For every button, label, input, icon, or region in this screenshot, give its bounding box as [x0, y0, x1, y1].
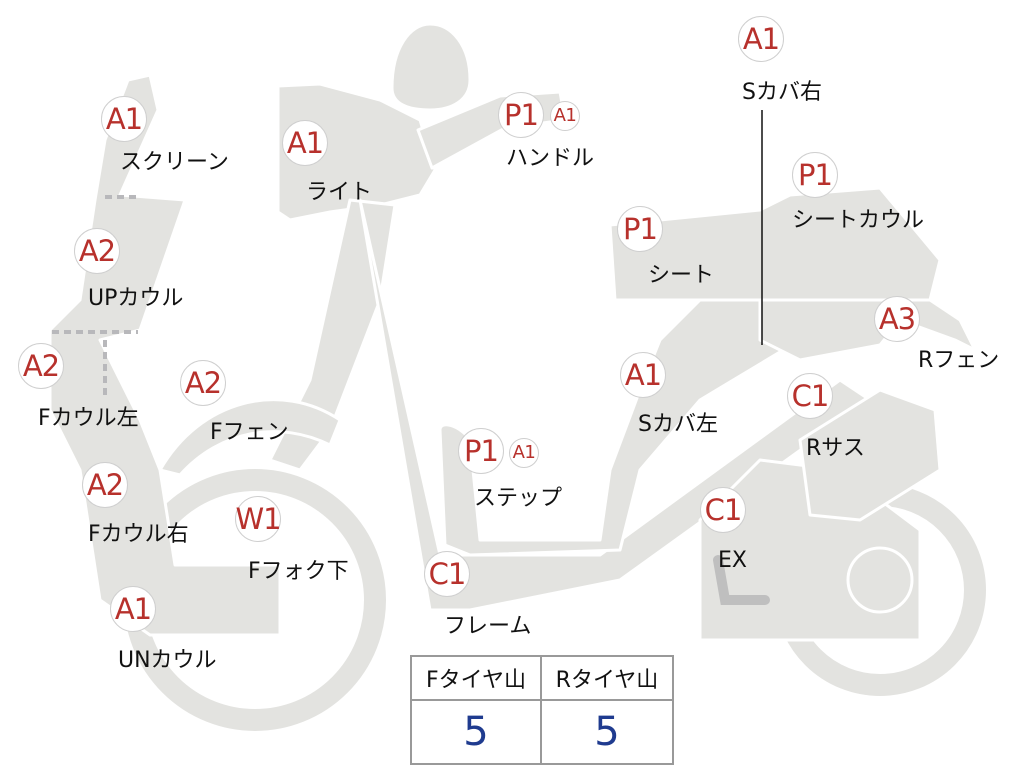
s-cover-left-grade: A1: [620, 352, 666, 398]
up-cowl-grade: A2: [74, 228, 120, 274]
step-grade-2: A1: [509, 438, 539, 468]
r-fender-label: Rフェン: [918, 348, 1000, 373]
rear-tire-header: Rタイヤ山: [542, 657, 672, 701]
f-fender-shape: [158, 398, 342, 477]
screen-label: スクリーン: [120, 150, 229, 175]
f-cowl-right-label: Fカウル右: [88, 522, 189, 547]
rear-hub: [846, 546, 914, 614]
frame-grade: C1: [424, 551, 470, 597]
seat-cowl-shape: [758, 298, 977, 362]
front-tire-header: Fタイヤ山: [412, 657, 542, 701]
un-cowl-grade: A1: [110, 586, 156, 632]
f-cowl-right-grade: A2: [82, 462, 128, 508]
ex-label: EX: [718, 548, 747, 573]
step-label: ステップ: [474, 486, 563, 511]
r-sus-label: Rサス: [806, 436, 865, 461]
handle-label: ハンドル: [506, 146, 595, 171]
seat-cowl-grade: P1: [792, 152, 838, 198]
rear-sus-shape: [798, 388, 942, 522]
handle-grade: P1: [498, 92, 544, 138]
un-cowl-label: UNカウル: [118, 648, 217, 673]
up-cowl-label: UPカウル: [88, 286, 184, 311]
handle-grade-2: A1: [550, 101, 580, 131]
screen-grade: A1: [101, 96, 147, 142]
step-grade: P1: [458, 428, 504, 474]
f-fender-label: Fフェン: [210, 420, 289, 445]
f-fork-lower-grade: W1: [235, 496, 282, 542]
tire-tread-table: Fタイヤ山 Rタイヤ山 5 5: [410, 655, 674, 765]
seat-shape: [608, 186, 942, 302]
frame-label: フレーム: [444, 614, 532, 639]
seat-label: シート: [648, 263, 715, 288]
seat-cowl-label: シートカウル: [792, 208, 925, 233]
r-fender-grade: A3: [874, 296, 920, 342]
exhaust-pipe: [713, 555, 770, 605]
f-cowl-left-label: Fカウル左: [38, 406, 139, 431]
rear-tire-value: 5: [594, 709, 620, 755]
s-cover-right-label: Sカバ右: [742, 80, 822, 105]
f-fork-lower-label: Fフォク下: [248, 559, 349, 584]
light-label: ライト: [306, 180, 373, 205]
seat-grade: P1: [617, 206, 663, 252]
f-fender-grade: A2: [180, 360, 226, 406]
front-tire-value: 5: [412, 701, 542, 763]
s-cover-left-label: Sカバ左: [638, 412, 718, 437]
ex-grade: C1: [700, 487, 746, 533]
r-sus-grade: C1: [787, 373, 833, 419]
f-cowl-left-grade: A2: [18, 343, 64, 389]
mirror-shape: [390, 22, 472, 112]
light-grade: A1: [282, 120, 328, 166]
s-cover-right-grade: A1: [738, 16, 784, 62]
step-shape: [438, 298, 802, 557]
light-shape: [276, 82, 437, 222]
